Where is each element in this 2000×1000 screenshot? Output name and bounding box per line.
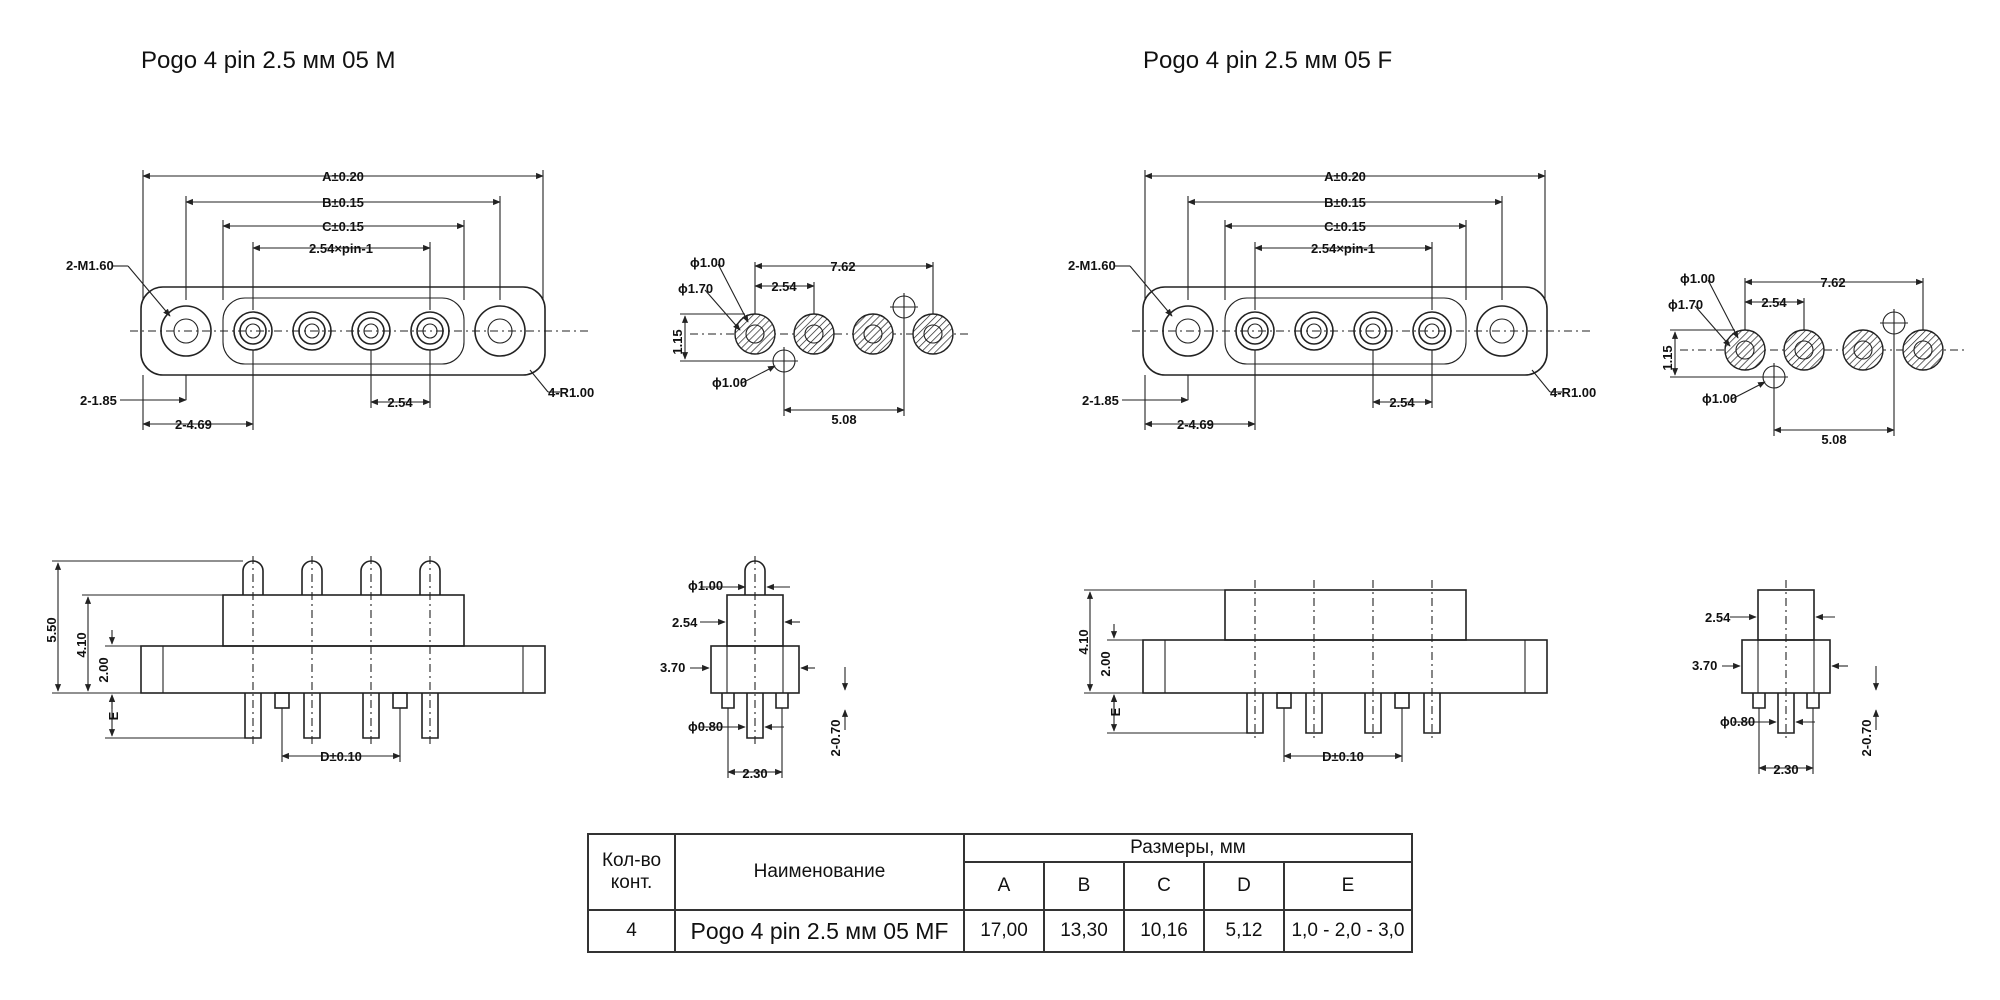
dim-end-h07-male: 2-0.70	[828, 720, 843, 757]
title-male: Pogo 4 pin 2.5 мм 05 M	[141, 47, 396, 74]
dim-end-h07-female: 2-0.70	[1859, 720, 1874, 757]
dim-h20-female: 2.00	[1098, 651, 1113, 676]
dim-end-w23-male: 2.30	[742, 766, 767, 781]
female-mount-holes	[1162, 305, 1528, 357]
cell-b: 13,30	[1043, 909, 1125, 953]
male-pins-top	[233, 311, 450, 351]
cell-a: 17,00	[963, 909, 1045, 953]
dim-end-w254-female: 2.54	[1705, 610, 1731, 625]
dim-h20-male: 2.00	[96, 657, 111, 682]
col-b-header: B	[1043, 861, 1125, 911]
dim-b-female: B±0.15	[1324, 195, 1366, 210]
title-female: Pogo 4 pin 2.5 мм 05 F	[1143, 47, 1393, 74]
dim-hole-p508-female: 5.08	[1821, 432, 1846, 447]
female-side-pins	[1246, 692, 1441, 734]
dim-offset-female: 2-4.69	[1177, 417, 1214, 432]
cell-d: 5,12	[1203, 909, 1285, 953]
male-side-view: 5.50 4.10 2.00 E D±0.10	[44, 556, 546, 764]
dim-end-w37-female: 3.70	[1692, 658, 1717, 673]
dim-end-w37-male: 3.70	[660, 660, 685, 675]
col-dims-header: Размеры, мм	[963, 833, 1413, 863]
dim-hole-d1b-male: ϕ1.00	[712, 375, 747, 390]
male-end-housing	[726, 594, 784, 647]
male-side-pins	[242, 560, 441, 739]
female-end-housing	[1757, 589, 1815, 641]
dim-hole-p762-female: 7.62	[1820, 275, 1845, 290]
col-a-header: A	[963, 861, 1045, 911]
dim-hole-d17-female: ϕ1.70	[1668, 297, 1703, 312]
dim-c-female: C±0.15	[1324, 219, 1366, 234]
dim-end-d1-male: ϕ1.00	[688, 578, 723, 593]
dim-radius-male: 4-R1.00	[548, 385, 594, 400]
dim-a-female: A±0.20	[1324, 169, 1366, 184]
dim-end-w254-male: 2.54	[672, 615, 698, 630]
dim-pitch-male: 2.54×pin-1	[309, 241, 373, 256]
table-row: 4 Pogo 4 pin 2.5 мм 05 MF 17,00 13,30 10…	[587, 909, 1413, 953]
dim-mount-female: 2-M1.60	[1068, 258, 1116, 273]
col-e-header: E	[1283, 861, 1413, 911]
col-d-header: D	[1203, 861, 1285, 911]
dim-offset-male: 2-4.69	[175, 417, 212, 432]
dim-pitch-female: 2.54×pin-1	[1311, 241, 1375, 256]
dim-mount-male: 2-M1.60	[66, 258, 114, 273]
female-side-view: 4.10 2.00 E D±0.10	[1076, 580, 1548, 764]
col-name-header: Наименование	[674, 833, 965, 911]
dim-hole-p508-male: 5.08	[831, 412, 856, 427]
dim-d-female: D±0.10	[1322, 749, 1364, 764]
dim-hole-p254-female: 2.54	[1761, 295, 1787, 310]
female-top-view: A±0.20 B±0.15 C±0.15 2.54×pin-1 2-M1.60 …	[1068, 169, 1596, 432]
female-side-housing	[1224, 589, 1467, 641]
col-c-header: C	[1123, 861, 1205, 911]
cell-name: Pogo 4 pin 2.5 мм 05 MF	[674, 909, 965, 953]
dim-hole-d1-female: ϕ1.00	[1680, 271, 1715, 286]
dim-end-d08-male: ϕ0.80	[688, 719, 723, 734]
dim-hole-h115-female: 1.15	[1660, 345, 1675, 370]
dim-hole-h115-male: 1.15	[670, 329, 685, 354]
dim-end-d08-female: ϕ0.80	[1720, 714, 1755, 729]
female-side-flange	[1142, 639, 1548, 694]
male-end-view: ϕ1.00 2.54 3.70 ϕ0.80 2.30 2-0.70	[660, 556, 849, 781]
dim-radius-female: 4-R1.00	[1550, 385, 1596, 400]
dim-spacing-male: 2.54	[387, 395, 413, 410]
female-hole-pattern: ϕ1.00 ϕ1.70 2.54 7.62 1.15 ϕ1.00 5.08	[1660, 271, 1965, 447]
cell-c: 10,16	[1123, 909, 1205, 953]
dim-hole-p254-male: 2.54	[771, 279, 797, 294]
spec-subheader-row: A B C D E	[588, 861, 1413, 911]
dim-hole-d17-male: ϕ1.70	[678, 281, 713, 296]
dim-end-w23-female: 2.30	[1773, 762, 1798, 777]
dim-hole-d1-male: ϕ1.00	[690, 255, 725, 270]
cell-qty: 4	[587, 909, 676, 953]
male-hole-pattern: ϕ1.00 ϕ1.70 2.54 7.62 1.15 ϕ1.00 5.08	[670, 255, 970, 427]
dim-h55-male: 5.50	[44, 617, 59, 642]
dim-d-male: D±0.10	[320, 749, 362, 764]
dim-hole-d1b-female: ϕ1.00	[1702, 391, 1737, 406]
dim-h41-male: 4.10	[74, 632, 89, 657]
cell-e: 1,0 - 2,0 - 3,0	[1283, 909, 1413, 953]
dim-e-female: E	[1108, 707, 1123, 716]
dim-h41-female: 4.10	[1076, 629, 1091, 654]
spec-header-row: Кол-во конт. Наименование Размеры, мм	[587, 833, 1413, 911]
dim-edge-female: 2-1.85	[1082, 393, 1119, 408]
dim-e-male: E	[106, 711, 121, 720]
dim-hole-p762-male: 7.62	[830, 259, 855, 274]
col-qty-header: Кол-во конт.	[587, 833, 676, 911]
male-mount-holes	[160, 305, 526, 357]
dim-a-male: A±0.20	[322, 169, 364, 184]
spec-table: Кол-во конт. Наименование Размеры, мм A …	[587, 833, 1413, 953]
dim-edge-male: 2-1.85	[80, 393, 117, 408]
dim-c-male: C±0.15	[322, 219, 364, 234]
female-end-view: 2.54 3.70 ϕ0.80 2.30 2-0.70	[1692, 580, 1880, 777]
male-top-view: A±0.20 B±0.15 C±0.15 2.54×pin-1 2-M1.60 …	[66, 169, 594, 432]
dim-b-male: B±0.15	[322, 195, 364, 210]
male-side-flange	[140, 645, 546, 694]
dim-spacing-female: 2.54	[1389, 395, 1415, 410]
male-side-housing	[222, 594, 465, 647]
